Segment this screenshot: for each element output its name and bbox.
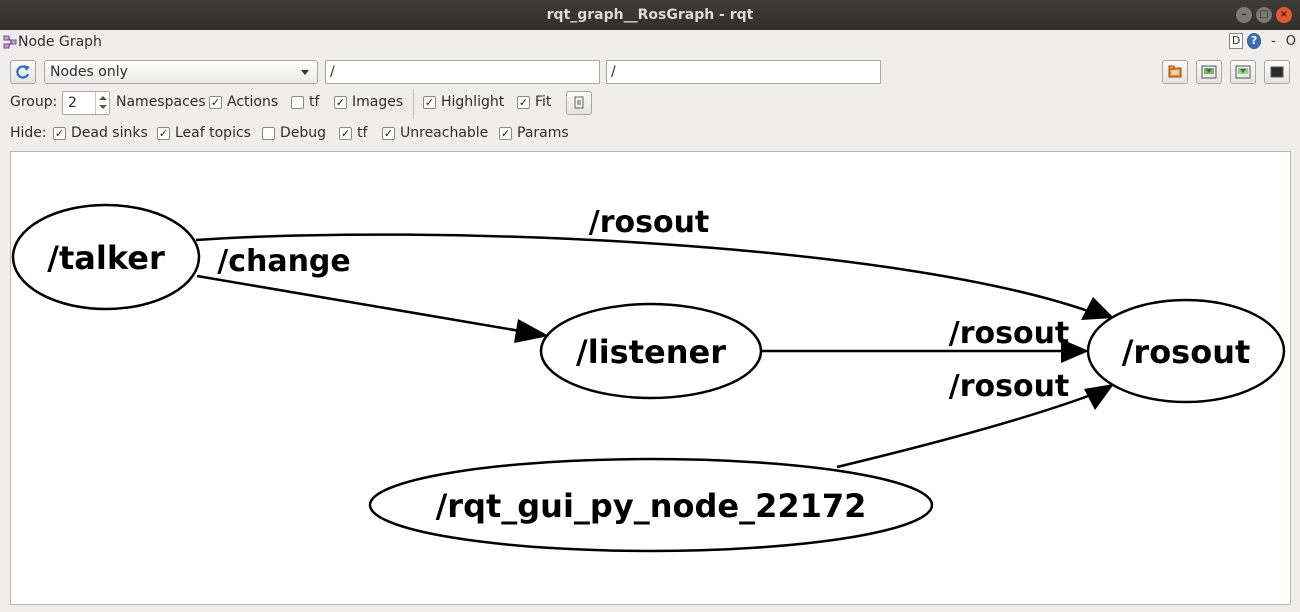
toolbar-row: Nodes only / / bbox=[0, 58, 1300, 86]
fit-checkbox[interactable]: ✓ bbox=[517, 96, 530, 109]
edge-rqt-rosout bbox=[836, 393, 1092, 469]
edge-talker-rosout-arrowhead bbox=[1081, 297, 1114, 320]
options-row: Group: 2 Namespaces ✓ Actions tf ✓ Image… bbox=[0, 91, 1300, 115]
graph-mode-value: Nodes only bbox=[50, 64, 128, 80]
node-filter-input[interactable]: / bbox=[325, 60, 600, 84]
dock-button[interactable]: D bbox=[1229, 33, 1244, 49]
images-label: Images bbox=[352, 94, 404, 110]
hide-tf-label: tf bbox=[357, 125, 368, 141]
actions-label: Actions bbox=[227, 94, 279, 110]
toolbar-separator bbox=[413, 89, 414, 119]
unreachable-checkbox[interactable]: ✓ bbox=[382, 127, 395, 140]
minimize-icon[interactable]: – bbox=[1236, 7, 1252, 23]
namespaces-label: Namespaces bbox=[116, 94, 206, 110]
highlight-label: Highlight bbox=[441, 94, 505, 110]
leaf-topics-label: Leaf topics bbox=[175, 125, 251, 141]
plugin-title: Node Graph bbox=[18, 34, 102, 50]
plugin-header: Node Graph D ? - O bbox=[0, 32, 1300, 54]
window-title: rqt_graph__RosGraph - rqt bbox=[546, 7, 754, 23]
edge-label-listener-rosout: /rosout bbox=[949, 316, 1070, 351]
save-svg-button[interactable] bbox=[1230, 60, 1256, 84]
edge-listener-rosout-arrowhead bbox=[1061, 339, 1089, 363]
fit-view-button[interactable] bbox=[566, 91, 592, 115]
close-plugin-button[interactable]: O bbox=[1285, 33, 1296, 49]
minimize-plugin-button[interactable]: - bbox=[1271, 33, 1276, 49]
actions-checkbox[interactable]: ✓ bbox=[209, 96, 222, 109]
node-rosout[interactable]: /rosout bbox=[1086, 298, 1286, 404]
node-listener[interactable]: /listener bbox=[539, 302, 763, 400]
leaf-topics-checkbox[interactable]: ✓ bbox=[157, 127, 170, 140]
topic-filter-input[interactable]: / bbox=[606, 60, 881, 84]
highlight-checkbox[interactable]: ✓ bbox=[423, 96, 436, 109]
hide-label: Hide: bbox=[10, 125, 47, 141]
unreachable-label: Unreachable bbox=[400, 125, 489, 141]
node-rqt-gui[interactable]: /rqt_gui_py_node_22172 bbox=[368, 457, 934, 553]
ros-graph: /rosout /change /rosout /rosout /talker … bbox=[11, 203, 1286, 553]
chevron-down-icon bbox=[301, 70, 309, 75]
window-titlebar: rqt_graph__RosGraph - rqt – □ × bbox=[0, 0, 1300, 30]
edge-label-talker-rosout: /rosout bbox=[589, 205, 710, 240]
node-talker[interactable]: /talker bbox=[11, 203, 201, 311]
edge-talker-listener bbox=[196, 274, 527, 334]
fit-label: Fit bbox=[535, 94, 552, 110]
tf-checkbox[interactable] bbox=[291, 96, 304, 109]
graph-canvas[interactable]: /rosout /change /rosout /rosout /talker … bbox=[10, 151, 1291, 605]
help-button[interactable]: ? bbox=[1247, 33, 1262, 49]
edge-talker-rosout bbox=[195, 233, 1092, 314]
edge-label-rqt-rosout: /rosout bbox=[949, 369, 1070, 404]
save-image-icon bbox=[1201, 65, 1217, 79]
refresh-button[interactable] bbox=[10, 60, 36, 84]
folder-open-icon bbox=[1168, 65, 1182, 78]
params-label: Params bbox=[517, 125, 569, 141]
node-label-listener: /listener bbox=[576, 333, 726, 371]
tf-label: tf bbox=[309, 94, 320, 110]
group-spinbox[interactable]: 2 bbox=[62, 91, 110, 115]
params-checkbox[interactable]: ✓ bbox=[499, 127, 512, 140]
spin-down-icon[interactable] bbox=[99, 105, 107, 109]
group-value: 2 bbox=[68, 95, 77, 111]
node-graph-icon bbox=[3, 35, 17, 49]
debug-checkbox[interactable] bbox=[262, 127, 275, 140]
images-checkbox[interactable]: ✓ bbox=[334, 96, 347, 109]
debug-label: Debug bbox=[280, 125, 327, 141]
fit-view-icon bbox=[574, 96, 584, 109]
hide-tf-checkbox[interactable]: ✓ bbox=[339, 127, 352, 140]
hide-row: Hide: ✓ Dead sinks ✓ Leaf topics Debug ✓… bbox=[0, 122, 1300, 146]
edge-rqt-rosout-arrowhead bbox=[1084, 384, 1114, 410]
refresh-icon bbox=[16, 65, 30, 79]
node-label-rqt-gui: /rqt_gui_py_node_22172 bbox=[436, 487, 867, 525]
node-label-rosout: /rosout bbox=[1122, 333, 1251, 371]
dead-sinks-label: Dead sinks bbox=[71, 125, 148, 141]
maximize-icon[interactable]: □ bbox=[1256, 7, 1272, 23]
edge-talker-listener-arrowhead bbox=[514, 319, 549, 343]
spin-up-icon[interactable] bbox=[99, 96, 107, 100]
node-label-talker: /talker bbox=[47, 239, 165, 277]
group-label: Group: bbox=[10, 94, 58, 110]
screen-icon bbox=[1270, 66, 1284, 78]
save-svg-icon bbox=[1235, 65, 1251, 79]
load-dot-button[interactable] bbox=[1162, 60, 1188, 84]
dead-sinks-checkbox[interactable]: ✓ bbox=[53, 127, 66, 140]
close-icon[interactable]: × bbox=[1276, 7, 1292, 23]
save-image-button[interactable] bbox=[1264, 60, 1290, 84]
graph-mode-select[interactable]: Nodes only bbox=[44, 60, 318, 84]
edge-label-talker-listener: /change bbox=[217, 244, 351, 279]
save-dot-button[interactable] bbox=[1196, 60, 1222, 84]
